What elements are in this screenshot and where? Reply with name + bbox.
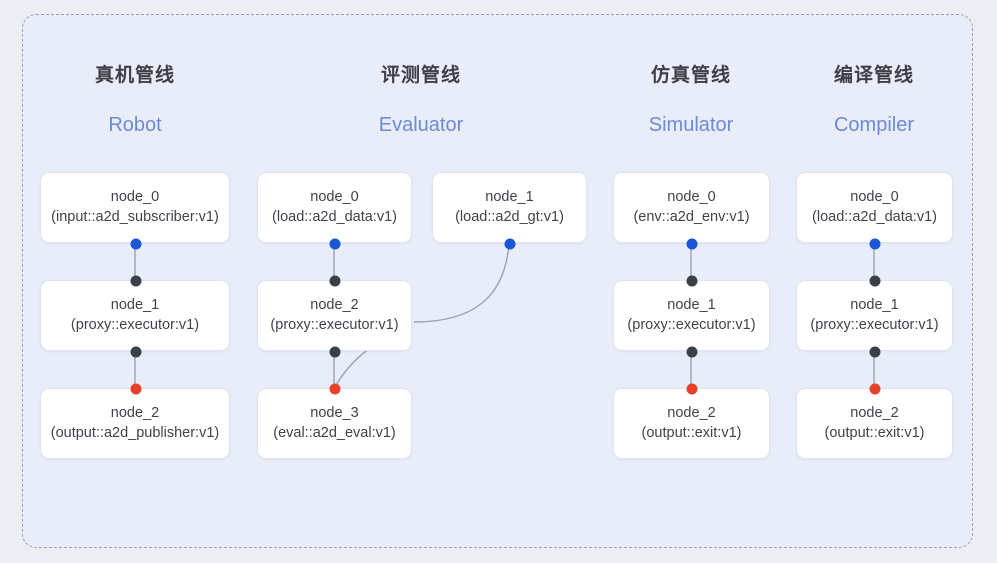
node-robot-1[interactable]: node_1 (proxy::executor:v1)	[40, 275, 230, 358]
node-spec: (load::a2d_gt:v1)	[455, 208, 564, 225]
node-evaluator-1[interactable]: node_1 (load::a2d_gt:v1)	[432, 172, 587, 250]
port-in-dark[interactable]	[686, 275, 698, 287]
node-evaluator-2[interactable]: node_2 (proxy::executor:v1)	[257, 275, 412, 358]
node-spec: (proxy::executor:v1)	[810, 316, 939, 333]
port-in-dark[interactable]	[130, 275, 142, 287]
node-name: node_2	[850, 404, 899, 421]
port-in-red[interactable]	[130, 383, 142, 395]
node-compiler-1[interactable]: node_1 (proxy::executor:v1)	[796, 275, 953, 358]
node-name: node_2	[667, 404, 716, 421]
node-compiler-2[interactable]: node_2 (output::exit:v1)	[796, 383, 953, 459]
node-simulator-1[interactable]: node_1 (proxy::executor:v1)	[613, 275, 770, 358]
node-name: node_1	[485, 188, 534, 205]
node-spec: (load::a2d_data:v1)	[272, 208, 397, 225]
node-evaluator-3[interactable]: node_3 (eval::a2d_eval:v1)	[257, 383, 412, 459]
port-out-dark[interactable]	[869, 346, 881, 358]
port-out-dark[interactable]	[686, 346, 698, 358]
node-compiler-0[interactable]: node_0 (load::a2d_data:v1)	[796, 172, 953, 250]
port-out-blue[interactable]	[504, 238, 516, 250]
node-spec: (output::exit:v1)	[824, 424, 925, 441]
node-spec: (proxy::executor:v1)	[627, 316, 756, 333]
node-name: node_0	[667, 188, 716, 205]
node-name: node_0	[850, 188, 899, 205]
node-spec: (eval::a2d_eval:v1)	[273, 424, 396, 441]
port-in-dark[interactable]	[869, 275, 881, 287]
node-robot-2[interactable]: node_2 (output::a2d_publisher:v1)	[40, 383, 230, 459]
node-name: node_2	[310, 296, 359, 313]
node-name: node_1	[850, 296, 899, 313]
node-robot-0[interactable]: node_0 (input::a2d_subscriber:v1)	[40, 172, 230, 250]
node-simulator-2[interactable]: node_2 (output::exit:v1)	[613, 383, 770, 459]
node-simulator-0[interactable]: node_0 (env::a2d_env:v1)	[613, 172, 770, 250]
port-in-red[interactable]	[686, 383, 698, 395]
port-in-dark[interactable]	[329, 275, 341, 287]
node-name: node_0	[110, 188, 160, 205]
node-spec: (input::a2d_subscriber:v1)	[51, 208, 219, 225]
node-spec: (proxy::executor:v1)	[270, 316, 399, 333]
port-in-red[interactable]	[329, 383, 341, 395]
node-spec: (env::a2d_env:v1)	[633, 208, 750, 225]
port-out-blue[interactable]	[329, 238, 341, 250]
port-out-blue[interactable]	[869, 238, 881, 250]
port-in-red[interactable]	[869, 383, 881, 395]
node-spec: (proxy::executor:v1)	[70, 316, 200, 333]
node-spec: (output::exit:v1)	[641, 424, 742, 441]
node-evaluator-0[interactable]: node_0 (load::a2d_data:v1)	[257, 172, 412, 250]
node-name: node_3	[310, 404, 359, 421]
node-name: node_2	[110, 404, 160, 421]
node-spec: (load::a2d_data:v1)	[812, 208, 937, 225]
node-name: node_1	[667, 296, 716, 313]
node-name: node_0	[310, 188, 359, 205]
port-out-blue[interactable]	[130, 238, 142, 250]
port-out-blue[interactable]	[686, 238, 698, 250]
port-out-dark[interactable]	[130, 346, 142, 358]
node-name: node_1	[110, 296, 160, 313]
node-spec: (output::a2d_publisher:v1)	[50, 424, 220, 441]
port-out-dark[interactable]	[329, 346, 341, 358]
